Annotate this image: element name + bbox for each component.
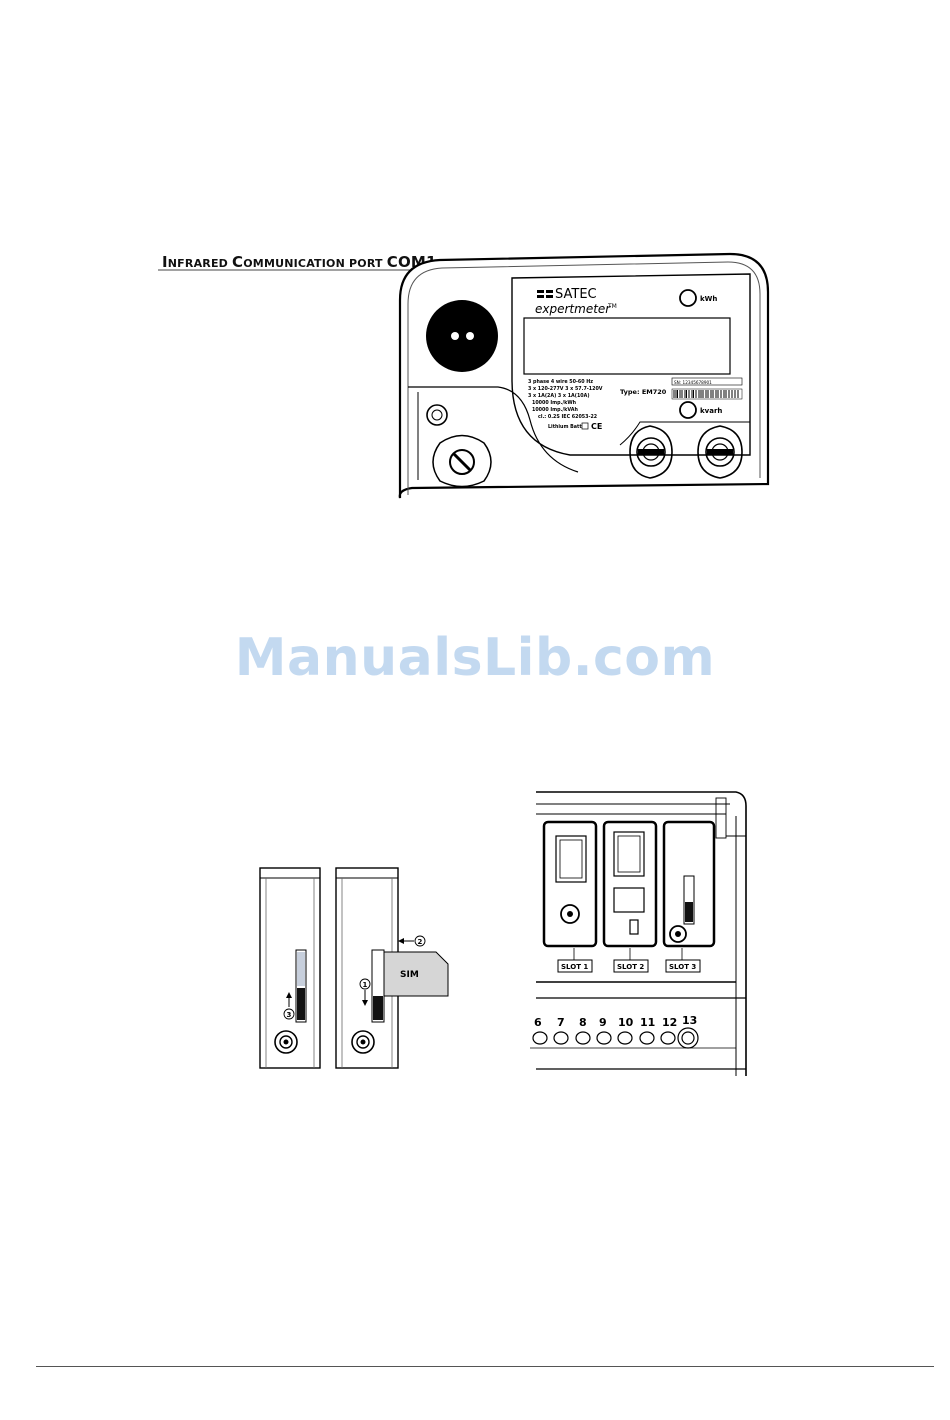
antenna-connector-icon bbox=[351, 1030, 375, 1054]
terminal-label: 6 bbox=[534, 1016, 542, 1029]
slot-3-bay bbox=[662, 820, 716, 948]
meter-front-figure: SATEC expertmeter TM kWh kvarh 3 phase 4… bbox=[158, 252, 770, 499]
spec-line: 10000 Imp./kWh bbox=[532, 400, 577, 406]
arrow-up-icon bbox=[286, 992, 292, 998]
antenna-connector-icon bbox=[560, 904, 580, 924]
step-3-label: 3 bbox=[287, 1011, 292, 1019]
step-2-marker bbox=[414, 935, 426, 947]
spec-line: 3 phase 4 wire 50-60 Hz bbox=[528, 379, 593, 385]
serial-label: SN: 12345678901 bbox=[674, 380, 712, 385]
caption-part: I bbox=[162, 253, 168, 271]
ethernet-port-icon bbox=[613, 887, 645, 913]
svg-text:CE: CE bbox=[591, 422, 602, 431]
module-slots-figure: SLOT 1 SLOT 2 SLOT 3 6 7 8 9 10 11 12 13 bbox=[530, 791, 747, 1076]
brand-text: SATEC bbox=[555, 287, 597, 302]
spec-line: 10000 Imp./kVAh bbox=[532, 407, 578, 413]
slot-2-bay bbox=[602, 820, 658, 948]
caption-part: NFRARED bbox=[167, 257, 233, 270]
slot-1-label: SLOT 1 bbox=[561, 963, 588, 971]
seal-screw-icon bbox=[432, 434, 492, 488]
module-left bbox=[259, 867, 321, 1069]
spec-line: 3 x 1A(2A) 3 x 1A(10A) bbox=[528, 393, 590, 399]
lcd-display bbox=[523, 317, 731, 375]
sim-insertion-figure: 3 SIM 2 1 bbox=[259, 867, 449, 1069]
meter-body bbox=[398, 252, 770, 499]
step-1-marker bbox=[359, 978, 371, 990]
slot-2-label: SLOT 2 bbox=[617, 963, 644, 971]
satec-logo-icon bbox=[537, 290, 553, 298]
caption-part: OMMUNICATION PORT bbox=[243, 257, 383, 270]
barcode-icon bbox=[671, 388, 743, 400]
terminal-label: 7 bbox=[557, 1016, 565, 1029]
sim-card bbox=[383, 951, 449, 997]
footer-rule bbox=[36, 1366, 934, 1367]
sim-label: SIM bbox=[400, 970, 419, 980]
step-3-marker bbox=[283, 1008, 295, 1020]
kwh-label: kWh bbox=[700, 295, 717, 303]
kvarh-led-icon bbox=[679, 401, 697, 419]
terminal-label: 11 bbox=[640, 1016, 655, 1029]
terminal-label: 9 bbox=[599, 1016, 607, 1029]
terminal-label: 13 bbox=[682, 1014, 697, 1027]
slot-3-label: SLOT 3 bbox=[669, 963, 696, 971]
type-label: Type: EM720 bbox=[620, 388, 667, 396]
infrared-port-icon bbox=[426, 300, 498, 372]
step-1-label: 1 bbox=[363, 981, 368, 989]
terminal-knob-icon bbox=[697, 425, 743, 479]
caption-part: C bbox=[232, 253, 244, 271]
arrow-down-icon bbox=[362, 1000, 368, 1006]
slot-labels: SLOT 1 SLOT 2 SLOT 3 bbox=[557, 948, 701, 973]
antenna-connector-icon bbox=[274, 1030, 298, 1054]
spec-line: 3 x 120-277V 3 x 57.7-120V bbox=[528, 386, 603, 392]
product-tm: TM bbox=[607, 303, 617, 310]
product-text: expertmeter bbox=[535, 302, 611, 316]
spec-line: cl.: 0.2S IEC 62053-22 bbox=[538, 414, 597, 420]
slot-1-bay bbox=[542, 820, 598, 948]
terminal-numbers: 6 7 8 9 10 11 12 13 bbox=[534, 1014, 697, 1029]
step-2-label: 2 bbox=[418, 938, 423, 946]
spec-block: 3 phase 4 wire 50-60 Hz 3 x 120-277V 3 x… bbox=[528, 379, 603, 430]
terminal-label: 10 bbox=[618, 1016, 634, 1029]
terminal-screw-row bbox=[532, 1027, 699, 1049]
kvarh-label: kvarh bbox=[700, 407, 722, 415]
screw-icon bbox=[426, 404, 448, 426]
kwh-led-icon bbox=[679, 289, 697, 307]
watermark: ManualsLib.com bbox=[234, 628, 716, 688]
terminal-label: 12 bbox=[662, 1016, 677, 1029]
arrow-left-icon bbox=[398, 938, 404, 944]
terminal-knob-icon bbox=[629, 425, 673, 479]
terminal-label: 8 bbox=[579, 1016, 587, 1029]
antenna-connector-icon bbox=[669, 925, 687, 943]
spec-line: Lithium Batt bbox=[548, 424, 582, 430]
